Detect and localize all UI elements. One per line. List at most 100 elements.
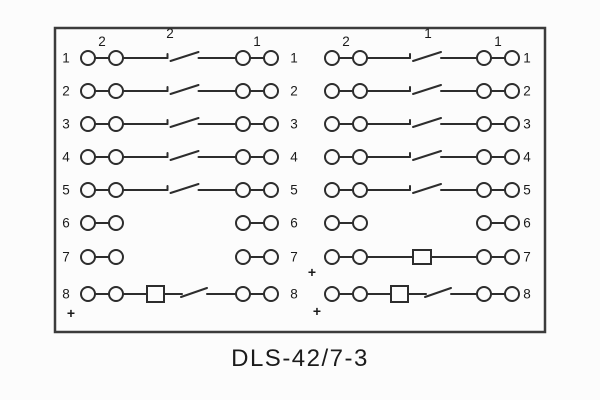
terminal-circle <box>476 286 492 302</box>
terminal-circle <box>263 286 279 302</box>
terminal-row-number: 6 <box>523 216 531 231</box>
terminal-circle <box>476 182 492 198</box>
terminal-circle <box>504 215 520 231</box>
terminal-row-number: 2 <box>290 84 298 99</box>
terminal-circle <box>263 215 279 231</box>
terminal-circle <box>235 286 251 302</box>
terminal-row-number: 4 <box>290 150 298 165</box>
terminal-circle <box>235 149 251 165</box>
terminal-circle <box>108 249 124 265</box>
terminal-circle <box>108 149 124 165</box>
terminal-circle <box>324 83 340 99</box>
resistor-box <box>412 249 432 265</box>
terminal-circle <box>263 83 279 99</box>
terminal-circle <box>476 215 492 231</box>
terminal-circle <box>80 286 96 302</box>
terminal-circle <box>80 182 96 198</box>
terminal-row-number: 5 <box>290 183 298 198</box>
contact-blade <box>169 84 200 95</box>
contact-blade <box>412 117 442 128</box>
terminal-circle <box>324 249 340 265</box>
terminal-circle <box>324 116 340 132</box>
terminal-circle <box>504 116 520 132</box>
terminal-circle <box>235 50 251 66</box>
terminal-row-number: 7 <box>290 250 298 265</box>
terminal-circle <box>263 50 279 66</box>
terminal-row-number: 5 <box>62 183 70 198</box>
terminal-circle <box>324 50 340 66</box>
terminal-circle <box>504 182 520 198</box>
terminal-circle <box>476 83 492 99</box>
terminal-row-number: 4 <box>523 150 531 165</box>
terminal-circle <box>263 182 279 198</box>
terminal-circle <box>504 83 520 99</box>
contact-blade <box>169 117 200 128</box>
resistor-box <box>146 285 165 303</box>
contact-blade <box>169 150 200 161</box>
terminal-row-number: 4 <box>62 150 70 165</box>
contact-blade <box>412 183 442 194</box>
terminal-circle <box>235 83 251 99</box>
terminal-row-number: 7 <box>62 250 70 265</box>
terminal-row-number: 6 <box>62 216 70 231</box>
terminal-circle <box>504 286 520 302</box>
terminal-circle <box>80 50 96 66</box>
terminal-circle <box>352 116 368 132</box>
polarity-plus-mark: + <box>67 305 75 321</box>
contact-blade <box>412 150 442 161</box>
contact-group-label: 1 <box>253 34 261 49</box>
terminal-circle <box>80 116 96 132</box>
terminal-circle <box>324 182 340 198</box>
terminal-circle <box>235 116 251 132</box>
diagram-border <box>53 26 547 334</box>
terminal-circle <box>352 50 368 66</box>
contact-group-label: 2 <box>342 34 350 49</box>
contact-blade <box>180 287 208 298</box>
terminal-row-number: 3 <box>523 117 531 132</box>
contact-blade <box>412 51 442 62</box>
terminal-row-number: 5 <box>523 183 531 198</box>
resistor-box <box>390 285 409 303</box>
terminal-row-number: 3 <box>290 117 298 132</box>
terminal-circle <box>235 182 251 198</box>
contact-group-label: 1 <box>424 26 432 41</box>
terminal-row-number: 1 <box>62 51 70 66</box>
terminal-circle <box>504 149 520 165</box>
polarity-plus-mark: + <box>308 264 316 280</box>
terminal-circle <box>476 149 492 165</box>
terminal-circle <box>504 50 520 66</box>
terminal-circle <box>108 50 124 66</box>
contact-blade <box>424 287 452 298</box>
terminal-circle <box>324 215 340 231</box>
terminal-circle <box>263 249 279 265</box>
contact-group-label: 2 <box>166 26 174 41</box>
terminal-circle <box>80 83 96 99</box>
terminal-row-number: 6 <box>290 216 298 231</box>
terminal-circle <box>80 249 96 265</box>
terminal-row-number: 8 <box>523 287 531 302</box>
terminal-circle <box>324 149 340 165</box>
polarity-plus-mark: + <box>313 303 321 319</box>
terminal-row-number: 8 <box>290 287 298 302</box>
terminal-circle <box>108 215 124 231</box>
terminal-circle <box>352 249 368 265</box>
terminal-circle <box>504 249 520 265</box>
terminal-circle <box>352 286 368 302</box>
terminal-circle <box>263 116 279 132</box>
terminal-circle <box>108 286 124 302</box>
terminal-circle <box>352 182 368 198</box>
terminal-row-number: 2 <box>523 84 531 99</box>
terminal-circle <box>476 249 492 265</box>
terminal-row-number: 3 <box>62 117 70 132</box>
terminal-row-number: 2 <box>62 84 70 99</box>
terminal-circle <box>108 182 124 198</box>
terminal-circle <box>235 215 251 231</box>
terminal-circle <box>476 116 492 132</box>
contact-blade <box>169 51 200 62</box>
terminal-circle <box>80 149 96 165</box>
terminal-circle <box>235 249 251 265</box>
terminal-circle <box>352 149 368 165</box>
terminal-row-number: 7 <box>523 250 531 265</box>
